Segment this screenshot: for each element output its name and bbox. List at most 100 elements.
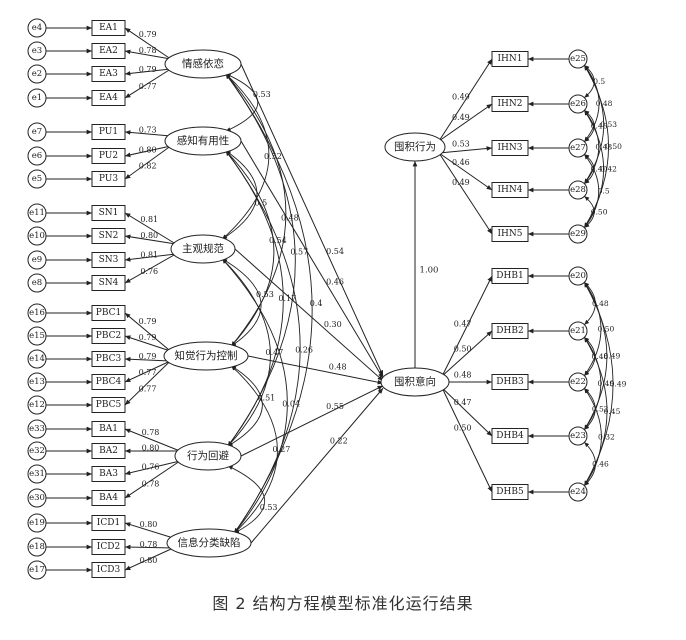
path-value-ba: 0.55 (326, 402, 344, 411)
error-cov-value-e25-e26: 0.5 (593, 77, 605, 86)
error-circle-e27 (568, 138, 588, 158)
error-circle-e16 (27, 303, 47, 323)
error-circle-e19 (27, 513, 47, 533)
error-cov-value-e27-e28: 0.40 (591, 165, 608, 174)
path-value-sn: 0.30 (324, 320, 342, 329)
latent-label-icd: 信息分类缺陷 (178, 536, 241, 549)
error-cov-value-e23-e24: 0.46 (592, 460, 609, 469)
indicator-box-ba2 (91, 443, 126, 459)
indicator-label-ea4: EA4 (99, 93, 118, 103)
error-circle-e11 (27, 203, 47, 223)
loading-arrow-pbc4 (124, 360, 171, 383)
error-circle-e23 (568, 426, 588, 446)
error-circle-e17 (27, 560, 47, 580)
error-label-e31: e31 (29, 469, 45, 479)
cov-value-ba-icd: 0.53 (260, 503, 278, 512)
loading-arrow-ea4 (124, 68, 171, 99)
loading-arrow-ea2 (124, 49, 171, 60)
cov-curve-ea-sn (221, 73, 270, 240)
error-circle-e25 (568, 49, 588, 69)
indicator-label-pbc4: PBC4 (96, 377, 122, 387)
error-cov-value-e20-e23: 0.49 (604, 352, 621, 361)
loading-arrow-icd1 (124, 522, 174, 539)
error-label-e8: e8 (32, 278, 42, 288)
cov-value-ea-ba: 0.57 (290, 248, 308, 257)
error-cov-curve-e25-e27 (583, 65, 600, 142)
error-cov-value-e22-e24: 0.32 (598, 433, 615, 442)
error-circle-e7 (27, 122, 47, 142)
cov-value-pu-pbc: 0.54 (269, 236, 287, 245)
loading-arrow-icd3 (124, 547, 174, 571)
indicator-box-ihn3 (491, 140, 529, 156)
error-label-e10: e10 (29, 231, 45, 241)
loading-value-ba2: 0.80 (142, 444, 160, 453)
loading-value-icd3: 0.80 (140, 556, 158, 565)
error-cov-value-e28-e29: 0.50 (591, 208, 608, 217)
error-label-e17: e17 (29, 565, 45, 575)
loading-arrow-ba4 (124, 460, 181, 499)
indicator-box-ihn2 (491, 96, 529, 112)
indicator-label-dhb5: DHB5 (496, 487, 524, 497)
indicator-label-pu1: PU1 (99, 127, 118, 137)
indicator-label-ba2: BA2 (99, 446, 118, 456)
loading-value-dhb2: 0.50 (454, 344, 472, 353)
loading-arrow-pbc3 (124, 356, 171, 362)
loading-arrow-ihn4 (438, 152, 493, 191)
error-circle-e3 (27, 41, 47, 61)
indicator-label-sn3: SN3 (99, 255, 119, 265)
indicator-box-ea4 (91, 90, 126, 106)
cov-value-pbc-ba: 0.51 (257, 394, 275, 403)
indicator-label-ea2: EA2 (99, 46, 118, 56)
loading-arrow-ihn2 (438, 103, 493, 142)
error-label-e32: e32 (29, 446, 45, 456)
path-arrow-sn (234, 248, 384, 382)
cov-value-sn-pbc: 0.53 (256, 290, 274, 299)
error-label-e23: e23 (570, 431, 586, 441)
loading-value-sn1: 0.81 (140, 215, 158, 224)
error-cov-curve-e25-e29 (583, 65, 609, 228)
indicator-box-sn2 (91, 228, 126, 244)
latent-icd (166, 528, 252, 558)
indicator-label-dhb2: DHB2 (496, 326, 523, 336)
error-circle-e30 (27, 488, 47, 508)
error-label-e26: e26 (570, 99, 586, 109)
indicator-label-icd3: ICD3 (97, 565, 121, 575)
error-circle-e15 (27, 326, 47, 346)
cov-value-ea-pbc: 0.48 (281, 214, 299, 223)
cov-curve-pbc-ba (227, 365, 263, 447)
indicator-box-pu1 (91, 124, 126, 140)
loading-arrow-sn4 (124, 253, 177, 284)
indicator-label-ihn5: IHN5 (497, 229, 522, 239)
cov-curve-pu-icd (225, 150, 301, 534)
loading-value-ihn5: 0.49 (452, 178, 470, 187)
loading-value-ba3: 0.76 (142, 463, 160, 472)
cov-curve-pu-pbc (225, 150, 275, 347)
loading-value-sn2: 0.80 (140, 231, 158, 240)
error-circle-e8 (27, 273, 47, 293)
loading-arrow-pu1 (124, 130, 171, 137)
loading-value-icd1: 0.80 (140, 520, 158, 529)
error-circle-e1 (27, 88, 47, 108)
error-label-e6: e6 (32, 151, 42, 161)
error-cov-value-e22-e23: 0.52 (592, 405, 609, 414)
loading-value-dhb4: 0.47 (454, 398, 472, 407)
indicator-box-pbc2 (91, 328, 126, 344)
error-cov-curve-e21-e23 (583, 337, 602, 430)
indicator-label-ba3: BA3 (99, 469, 118, 479)
indicator-box-pu3 (91, 171, 126, 187)
indicator-label-dhb4: DHB4 (496, 431, 524, 441)
indicator-box-icd1 (91, 515, 126, 531)
latent-label-pbc: 知觉行为控制 (175, 349, 238, 362)
loading-value-pbc2: 0.79 (139, 333, 157, 342)
error-circle-e6 (27, 146, 47, 166)
indicator-label-ba4: BA4 (99, 493, 118, 503)
indicator-box-pbc3 (91, 351, 126, 367)
loading-arrow-dhb2 (441, 330, 493, 377)
error-label-e7: e7 (32, 127, 42, 137)
error-label-e29: e29 (570, 229, 586, 239)
cov-curve-ba-icd (227, 465, 266, 534)
loading-value-pu3: 0.82 (139, 162, 157, 171)
indicator-label-sn4: SN4 (99, 278, 119, 288)
loading-value-ihn3: 0.53 (452, 139, 470, 148)
cov-curve-sn-icd (221, 258, 288, 534)
